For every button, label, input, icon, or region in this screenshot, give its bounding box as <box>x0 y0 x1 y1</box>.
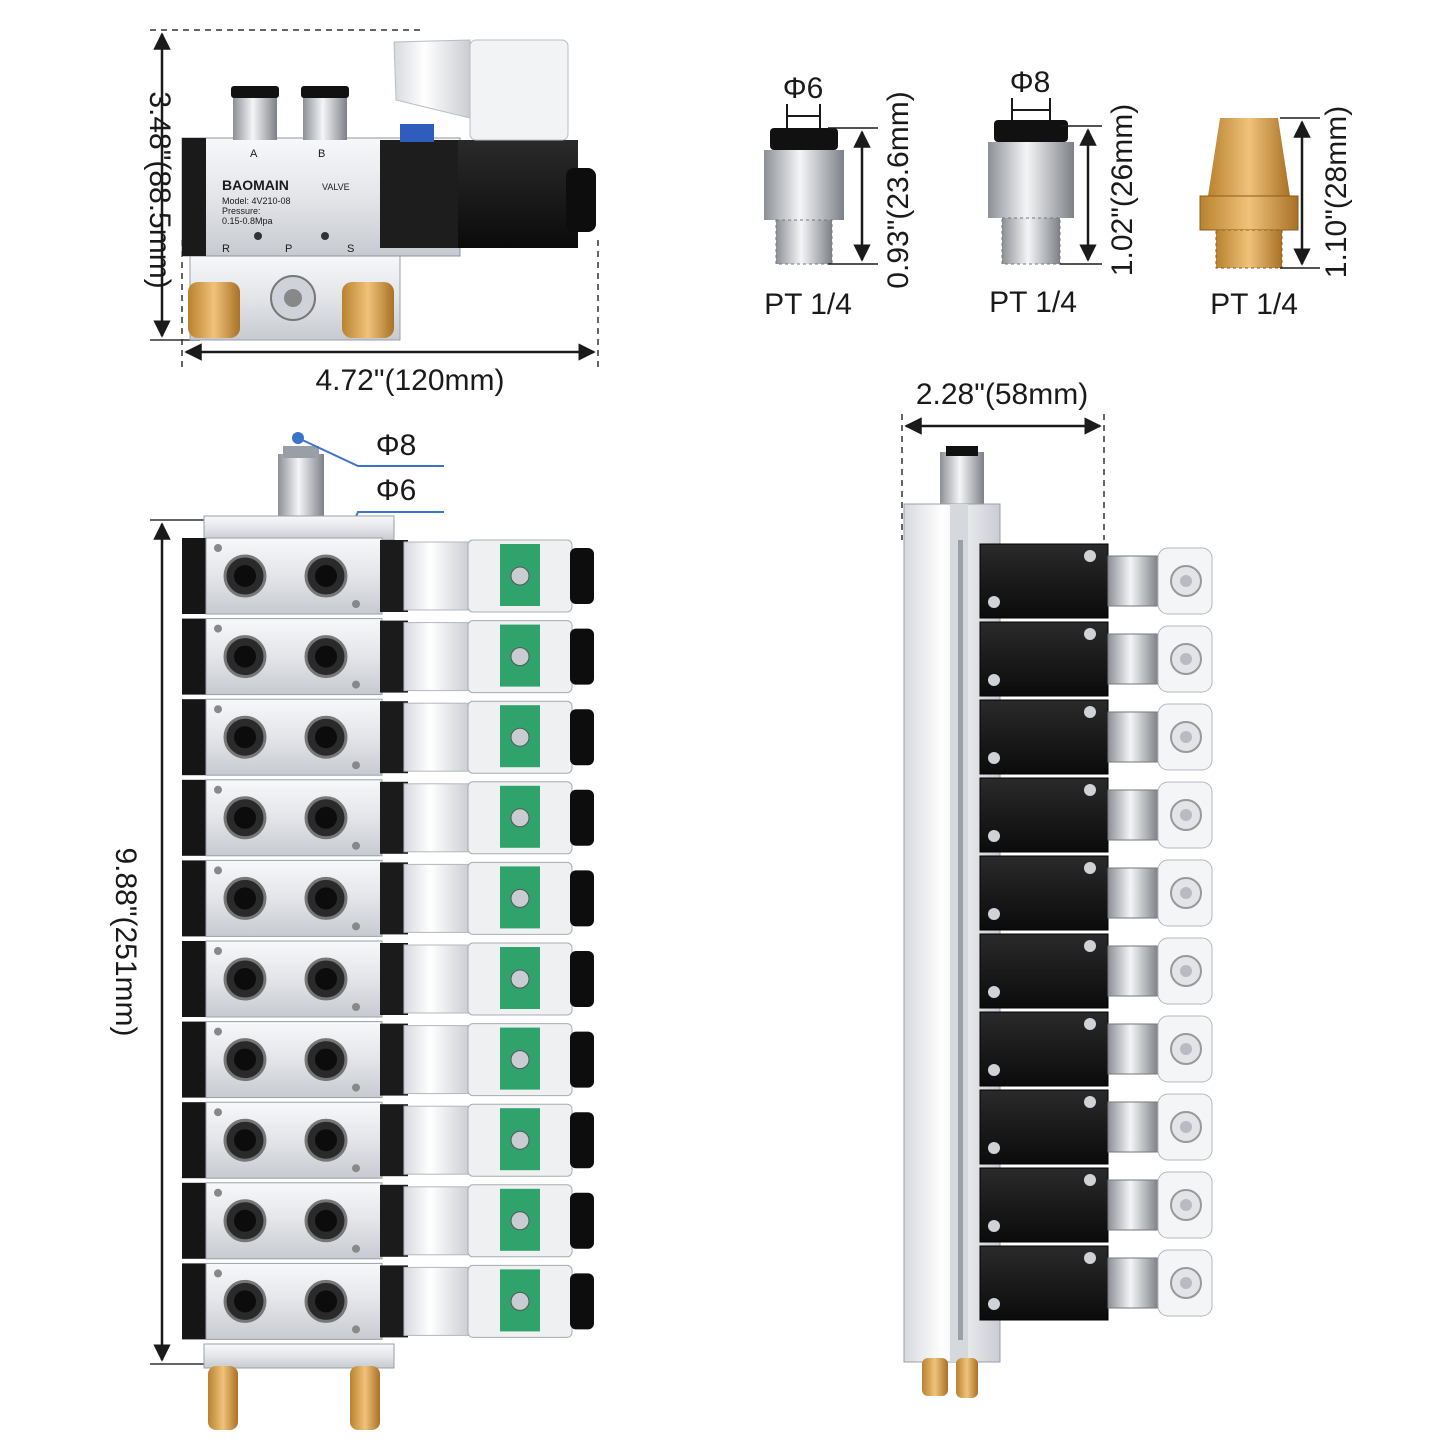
side-valve-unit <box>979 1167 1213 1243</box>
side-width-label: 2.28"(58mm) <box>916 378 1088 411</box>
fitting-8mm-thread: PT 1/4 <box>989 286 1077 319</box>
port-a-label: A <box>250 148 258 160</box>
width-dim-label: 4.72"(120mm) <box>315 364 504 397</box>
side-valve-unit <box>979 543 1213 619</box>
valve-word: VALVE <box>322 182 350 192</box>
fitting-8mm-height: 1.02"(26mm) <box>1106 104 1139 276</box>
pressure-line: Pressure: <box>222 206 261 216</box>
fitting-6mm: Φ6 0.93"(23.6mm) PT 1/4 <box>764 72 915 321</box>
pressure-value: 0.15-0.8Mpa <box>222 216 273 226</box>
port-p-label: P <box>285 243 292 255</box>
front-valve-unit <box>182 1262 594 1340</box>
front-valve-unit <box>182 940 594 1018</box>
front-valve-unit <box>182 1182 594 1260</box>
muffler-left <box>188 282 240 338</box>
fitting-6mm-diameter: Φ6 <box>783 72 824 105</box>
front-valve-unit <box>182 859 594 937</box>
port-r-label: R <box>222 243 230 255</box>
muffler-height: 1.10"(28mm) <box>1320 106 1353 278</box>
side-valve-unit <box>979 1089 1213 1165</box>
muffler-right <box>342 282 394 338</box>
port-s-label: S <box>347 243 354 255</box>
front-valve-unit <box>182 1101 594 1179</box>
front-valve-unit <box>182 1021 594 1099</box>
inlet-label: Φ8 <box>376 429 417 462</box>
side-valve-unit <box>979 621 1213 697</box>
model-line: Model: 4V210-08 <box>222 196 291 206</box>
side-valve-unit <box>979 933 1213 1009</box>
fitting-8mm-diameter: Φ8 <box>1010 66 1051 99</box>
port-b-label: B <box>318 148 325 160</box>
brand-label: BAOMAIN <box>222 177 289 193</box>
side-valve-unit <box>979 855 1213 931</box>
manifold-side: 2.28"(58mm) <box>901 378 1213 1398</box>
height-dim-label: 3.48"(88.5mm) <box>143 91 176 288</box>
side-valve-unit <box>979 1245 1213 1321</box>
front-valve-unit <box>182 618 594 696</box>
single-valve: 3.48"(88.5mm) 4.72"(120mm) A B BAOMAIN V… <box>143 29 599 397</box>
fitting-6mm-thread: PT 1/4 <box>764 288 852 321</box>
fitting-6mm-height: 0.93"(23.6mm) <box>882 91 915 288</box>
front-valve-unit <box>182 698 594 776</box>
side-valve-unit <box>979 699 1213 775</box>
outlet-label: Φ6 <box>376 474 417 507</box>
muffler-thread: PT 1/4 <box>1210 288 1298 321</box>
side-valve-unit <box>979 1011 1213 1087</box>
manifold-height-label: 9.88"(251mm) <box>109 847 142 1036</box>
front-valve-unit <box>182 779 594 857</box>
manifold-front: Φ8 Φ6 9.88"(251mm) <box>109 429 594 1430</box>
solenoid-coil <box>456 140 578 248</box>
muffler-fitting: 1.10"(28mm) PT 1/4 <box>1199 106 1353 321</box>
fitting-8mm: Φ8 1.02"(26mm) PT 1/4 <box>988 66 1139 319</box>
front-valve-unit <box>182 537 594 615</box>
connector-cap <box>469 39 569 141</box>
side-valve-unit <box>979 777 1213 853</box>
